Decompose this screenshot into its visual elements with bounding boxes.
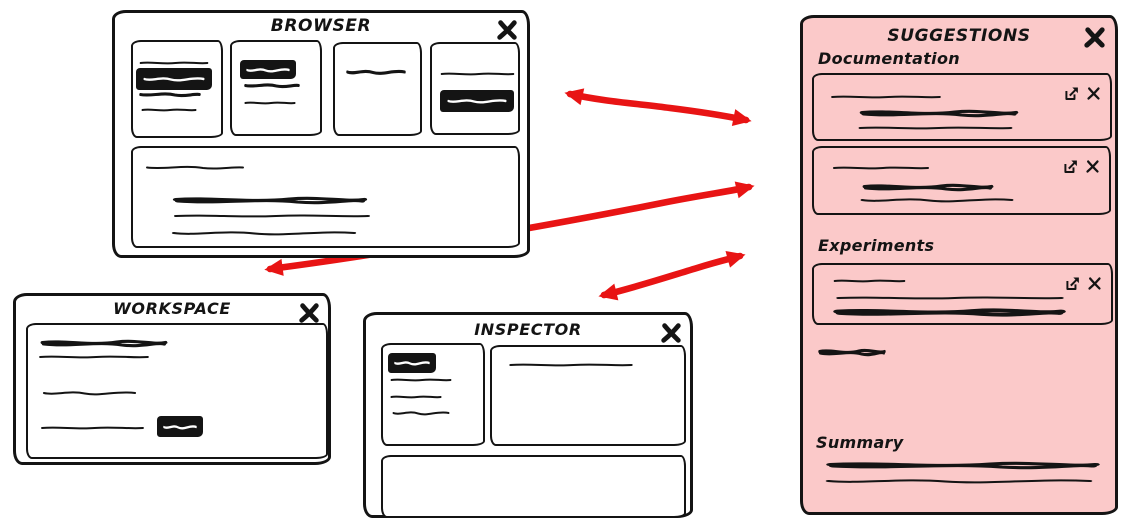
placeholder-line	[447, 99, 507, 104]
selected-item-bar[interactable]	[440, 90, 514, 112]
placeholder-line	[163, 424, 197, 430]
placeholder-line	[172, 196, 368, 205]
placeholder-line	[394, 361, 430, 366]
selected-item-bar[interactable]	[388, 353, 436, 373]
placeholder-line	[141, 108, 197, 112]
placeholder-line	[509, 363, 633, 367]
placeholder-line	[392, 411, 450, 416]
browser-thumbnail-card[interactable]	[230, 40, 322, 136]
workspace-button[interactable]	[157, 416, 203, 437]
placeholder-line	[244, 101, 296, 105]
workspace-window-title: WORKSPACE	[113, 299, 231, 318]
placeholder-line	[171, 231, 357, 236]
suggestion-card[interactable]	[812, 263, 1113, 325]
placeholder-line	[139, 61, 209, 65]
browser-content-panel	[131, 146, 520, 248]
close-icon[interactable]	[298, 302, 320, 324]
browser-thumbnail-card[interactable]	[430, 42, 520, 135]
placeholder-line	[40, 339, 168, 348]
placeholder-line	[244, 83, 300, 89]
placeholder-line	[42, 391, 137, 396]
inspector-window: INSPECTOR	[363, 312, 693, 518]
browser-thumbnail-card[interactable]	[333, 42, 422, 136]
arrow-inspector-suggestions	[598, 251, 746, 301]
placeholder-line	[174, 214, 370, 218]
workspace-content-panel	[26, 323, 328, 459]
close-icon[interactable]	[496, 19, 518, 41]
placeholder-line	[825, 479, 1093, 484]
browser-window: BROWSER	[112, 10, 530, 258]
selected-item-bar[interactable]	[136, 68, 212, 90]
section-heading-experiments: Experiments	[818, 236, 935, 255]
suggestion-card[interactable]	[812, 146, 1111, 215]
dismiss-icon[interactable]	[1087, 276, 1102, 291]
placeholder-line	[390, 378, 452, 382]
inspector-list-panel	[381, 343, 485, 446]
placeholder-line	[440, 72, 515, 76]
open-external-icon[interactable]	[1062, 158, 1079, 175]
inspector-detail-panel	[490, 345, 686, 446]
arrow-browser-suggestions	[564, 88, 752, 126]
placeholder-line	[390, 395, 442, 399]
suggestions-panel: SUGGESTIONS Documentation	[800, 15, 1118, 515]
placeholder-line	[818, 348, 886, 357]
placeholder-line	[833, 279, 906, 283]
placeholder-line	[246, 67, 290, 73]
workspace-window: WORKSPACE	[13, 293, 331, 465]
dismiss-icon[interactable]	[1086, 86, 1101, 101]
suggestions-panel-title: SUGGESTIONS	[887, 26, 1031, 46]
placeholder-line	[858, 126, 1013, 130]
placeholder-line	[146, 165, 244, 170]
placeholder-line	[832, 166, 930, 170]
selected-item-bar[interactable]	[240, 60, 296, 79]
suggestion-card[interactable]	[812, 73, 1112, 141]
section-heading-summary: Summary	[816, 433, 904, 452]
open-external-icon[interactable]	[1064, 275, 1081, 292]
placeholder-line	[831, 95, 941, 99]
inspector-bottom-panel	[381, 455, 686, 518]
placeholder-line	[41, 426, 144, 430]
placeholder-line	[859, 109, 1019, 118]
open-external-icon[interactable]	[1063, 85, 1080, 102]
placeholder-line	[836, 296, 1064, 300]
placeholder-line	[862, 183, 994, 192]
placeholder-line	[833, 308, 1066, 317]
dismiss-icon[interactable]	[1085, 159, 1100, 174]
inspector-window-title: INSPECTOR	[474, 320, 582, 339]
placeholder-line	[826, 461, 1100, 470]
browser-thumbnail-card[interactable]	[131, 40, 223, 138]
placeholder-line	[39, 355, 149, 359]
placeholder-line	[346, 69, 406, 75]
placeholder-line	[860, 198, 1014, 203]
close-icon[interactable]	[660, 322, 682, 344]
placeholder-line	[143, 77, 205, 82]
browser-window-title: BROWSER	[270, 16, 372, 36]
placeholder-line	[139, 92, 201, 98]
section-heading-documentation: Documentation	[818, 49, 960, 68]
close-icon[interactable]	[1083, 26, 1106, 49]
